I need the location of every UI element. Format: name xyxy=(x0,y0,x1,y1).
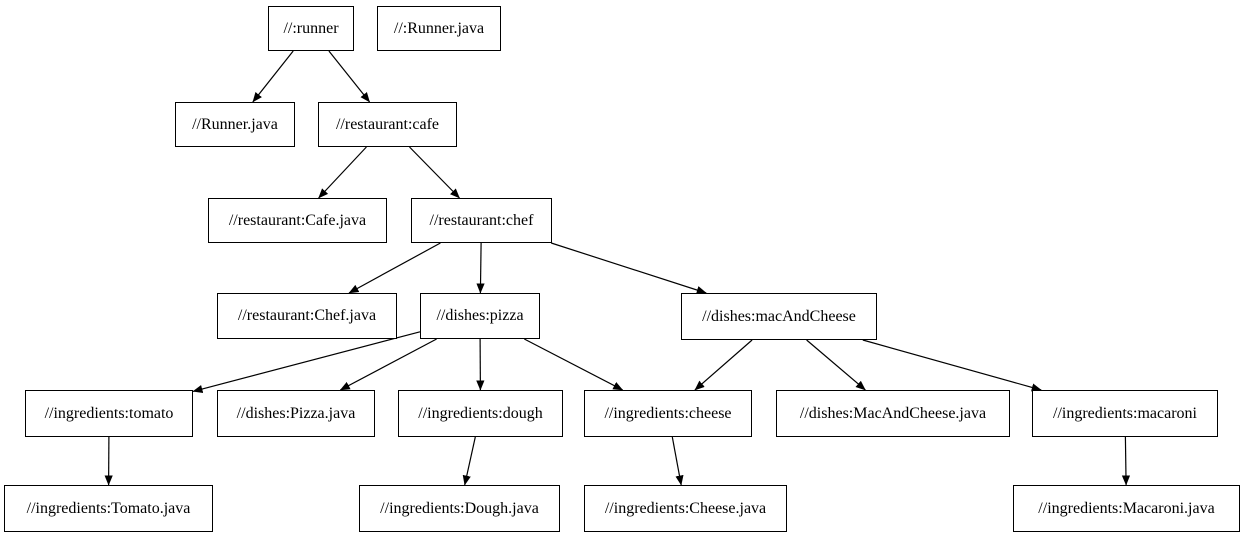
edge-chef-to-pizza xyxy=(476,242,485,294)
graph-node-macaroni: //ingredients:macaroni xyxy=(1032,390,1218,437)
graph-node-mac-and-cheese: //dishes:macAndCheese xyxy=(681,293,877,340)
edge-mac-and-cheese-to-macaroni xyxy=(862,339,1042,392)
graph-node-macaroni-java: //ingredients:Macaroni.java xyxy=(1013,485,1240,532)
edge-macaroni-to-macaroni-java xyxy=(1121,436,1131,486)
graph-node-dough-java: //ingredients:Dough.java xyxy=(359,485,560,532)
graph-node-cheese-java: //ingredients:Cheese.java xyxy=(584,485,787,532)
edge-group xyxy=(104,50,1131,486)
edge-dough-to-dough-java xyxy=(462,436,476,486)
graph-node-pizza-java: //dishes:Pizza.java xyxy=(217,390,375,437)
edge-runner-to-cafe xyxy=(328,50,371,103)
edge-mac-and-cheese-to-cheese xyxy=(694,339,753,391)
graph-node-cheese: //ingredients:cheese xyxy=(584,390,752,437)
graph-node-runner: //:runner xyxy=(268,6,354,51)
graph-node-mac-and-cheese-java: //dishes:MacAndCheese.java xyxy=(776,390,1010,437)
edge-cafe-to-chef xyxy=(409,146,460,199)
graph-node-cafe: //restaurant:cafe xyxy=(318,102,457,147)
edge-mac-and-cheese-to-mac-and-cheese-java xyxy=(806,339,866,391)
graph-node-dough: //ingredients:dough xyxy=(398,390,563,437)
graph-node-runner-java: //Runner.java xyxy=(175,102,295,147)
edge-cafe-to-cafe-java xyxy=(318,146,367,199)
graph-node-tomato: //ingredients:tomato xyxy=(25,390,193,437)
graph-node-chef-java: //restaurant:Chef.java xyxy=(217,293,397,339)
graph-node-chef: //restaurant:chef xyxy=(411,198,552,243)
edge-cheese-to-cheese-java xyxy=(671,436,684,486)
edge-pizza-to-cheese xyxy=(524,338,624,391)
graph-node-tomato-java: //ingredients:Tomato.java xyxy=(4,485,213,532)
edge-pizza-to-pizza-java xyxy=(339,338,437,391)
edge-chef-to-mac-and-cheese xyxy=(551,242,707,294)
graph-node-cafe-java: //restaurant:Cafe.java xyxy=(208,198,387,243)
graph-node-runner-java-root: //:Runner.java xyxy=(377,6,501,51)
graph-node-pizza: //dishes:pizza xyxy=(420,293,540,339)
edge-runner-to-runner-java xyxy=(252,50,294,103)
edge-chef-to-chef-java xyxy=(348,242,441,294)
edge-pizza-to-tomato xyxy=(192,331,421,393)
